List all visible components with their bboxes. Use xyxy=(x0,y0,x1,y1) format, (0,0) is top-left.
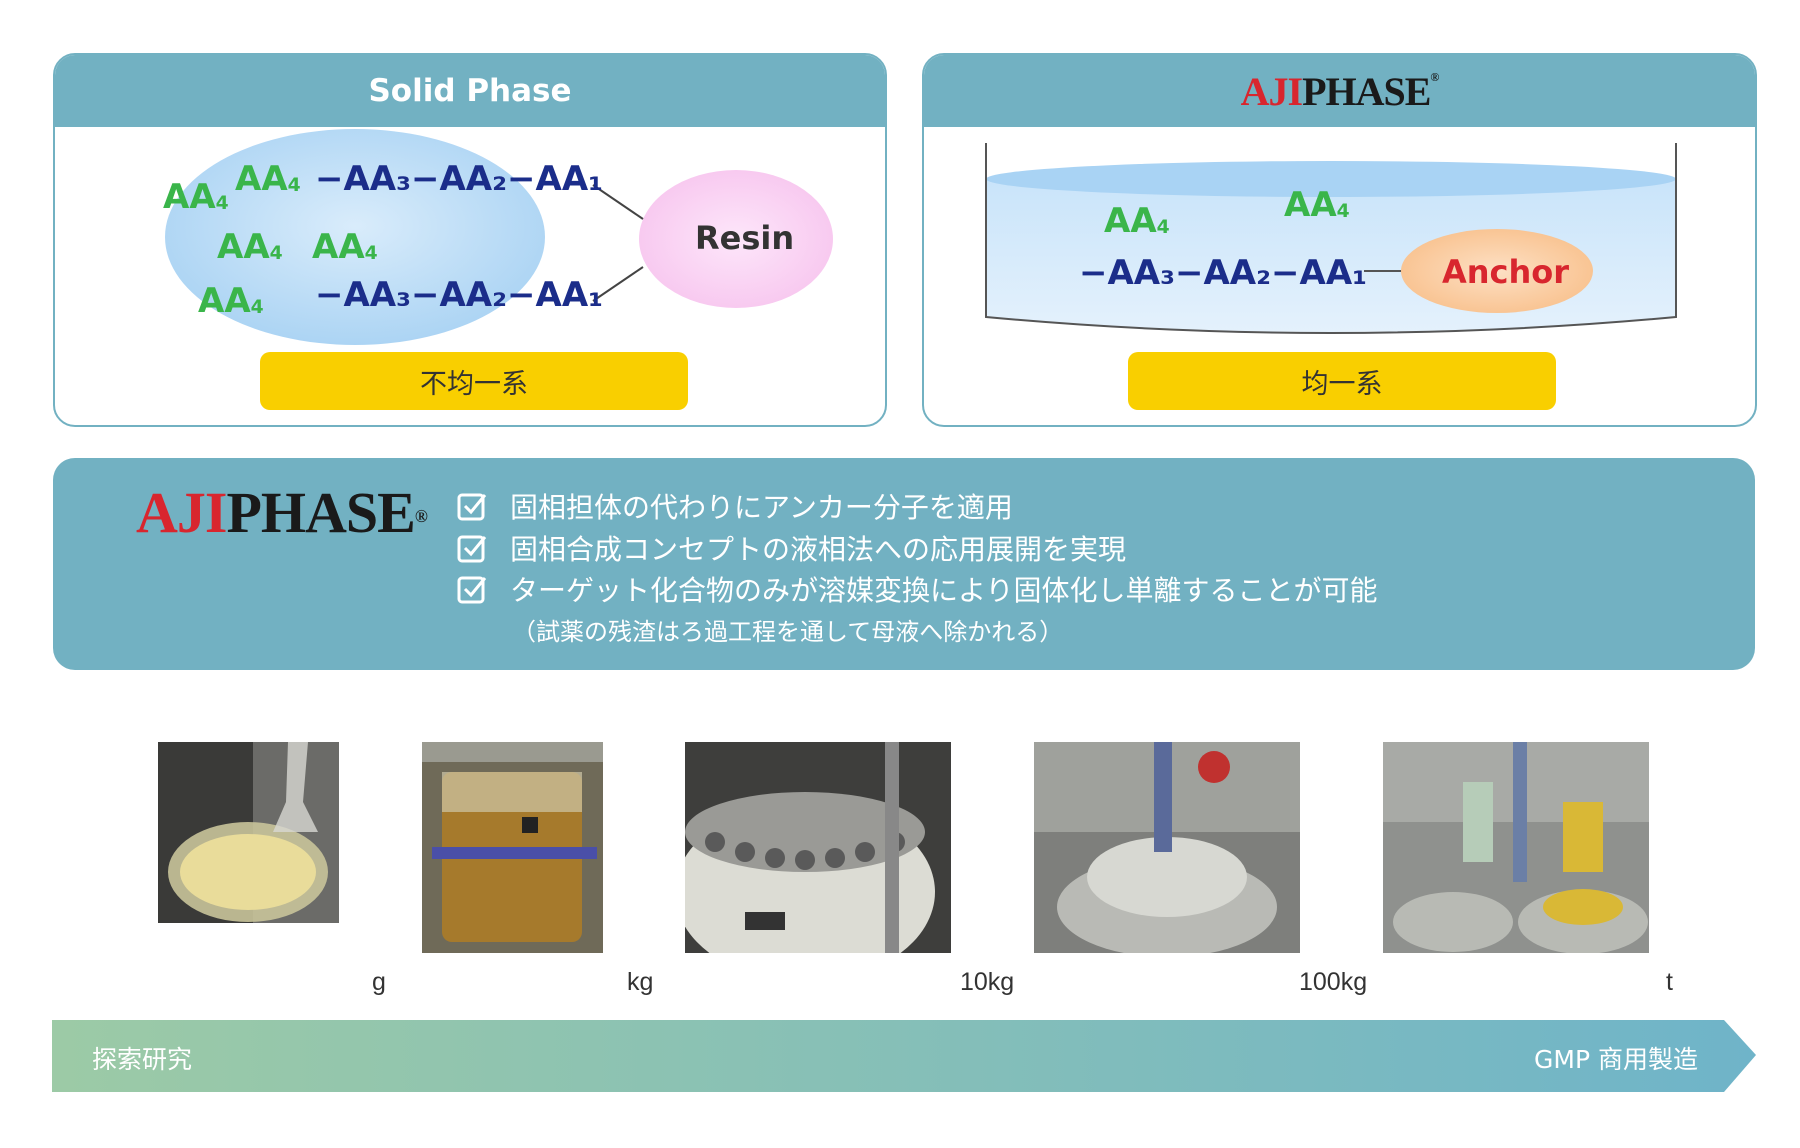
checkbox-checked-icon xyxy=(457,576,487,604)
scale-label-10kg: 10kg xyxy=(960,968,1015,996)
heterogeneous-system-badge: 不均一系 xyxy=(260,352,688,410)
ajiphase-panel: AJIPHASE® Anchor AA4 AA4 −AA₃−AA₂−AA₁ 均一… xyxy=(922,53,1757,427)
ajiphase-logo: AJIPHASE® xyxy=(1240,68,1440,114)
ajiphase-features-logo: AJIPHASE® xyxy=(136,480,428,545)
checkbox-checked-icon xyxy=(457,493,487,521)
flask-photo xyxy=(158,742,339,923)
anchored-peptide-chain: −AA₃−AA₂−AA₁ xyxy=(1079,253,1368,293)
feature-item-1: 固相担体の代わりにアンカー分子を適用 xyxy=(456,486,1013,526)
resin-link-bottom xyxy=(592,266,644,302)
feature-item-2: 固相合成コンセプトの液相法への応用展開を実現 xyxy=(456,528,1126,568)
free-aa-3: AA4 xyxy=(217,227,283,267)
solution-vessel xyxy=(985,143,1677,334)
arrow-end-label: GMP 商用製造 xyxy=(1534,1045,1698,1074)
free-aa-2: AA4 xyxy=(235,159,301,199)
anchor-molecule xyxy=(1401,229,1593,313)
feature-text-1: 固相担体の代わりにアンカー分子を適用 xyxy=(510,491,1013,524)
anchor-label: Anchor xyxy=(1442,253,1570,291)
vessel-outline xyxy=(985,143,1677,334)
resin-link-top xyxy=(592,184,644,220)
feature-text-2: 固相合成コンセプトの液相法への応用展開を実現 xyxy=(510,533,1127,566)
scale-label-t: t xyxy=(1666,968,1673,996)
liquid-surface xyxy=(986,161,1676,197)
solid-phase-diagram xyxy=(165,129,833,345)
scale-label-kg: kg xyxy=(627,968,654,996)
resin-bead xyxy=(639,170,833,308)
pilot-reactor-photo xyxy=(685,742,951,953)
ajiphase-features-box xyxy=(53,458,1755,670)
solvent-blob xyxy=(165,129,545,345)
checkbox-checked-icon xyxy=(457,535,487,563)
free-aa-6: AA4 xyxy=(1104,201,1170,241)
homogeneous-system-badge: 均一系 xyxy=(1128,352,1556,410)
feature-text-3: ターゲット化合物のみが溶媒変換により固体化し単離することが可能 xyxy=(510,574,1378,607)
solid-phase-title: Solid Phase xyxy=(55,55,885,127)
development-arrow xyxy=(52,1020,1756,1092)
scale-label-100kg: 100kg xyxy=(1299,968,1368,996)
scale-label-g: g xyxy=(372,968,386,996)
arrow-start-label: 探索研究 xyxy=(92,1045,193,1074)
feature-item-3: ターゲット化合物のみが溶媒変換により固体化し単離することが可能 xyxy=(456,569,1377,609)
feature-note: （試薬の残渣はろ過工程を通して母液へ除かれる） xyxy=(512,618,1064,646)
ajiphase-panel-header: AJIPHASE® xyxy=(924,55,1755,127)
peptide-chain-bottom: −AA₃−AA₂−AA₁ xyxy=(315,275,604,315)
plant-reactor-photo xyxy=(1034,742,1300,953)
glass-reactor-photo xyxy=(422,742,603,953)
peptide-chain-top: −AA₃−AA₂−AA₁ xyxy=(315,159,604,199)
free-aa-4: AA4 xyxy=(312,227,378,267)
commercial-plant-photo xyxy=(1383,742,1649,953)
resin-label: Resin xyxy=(695,219,795,257)
free-aa-7: AA4 xyxy=(1284,185,1350,225)
free-aa-1: AA4 xyxy=(163,177,229,217)
free-aa-5: AA4 xyxy=(198,281,264,321)
solid-phase-panel: Solid Phase Resin AA4 AA4 AA4 AA4 AA4 −A… xyxy=(53,53,887,427)
